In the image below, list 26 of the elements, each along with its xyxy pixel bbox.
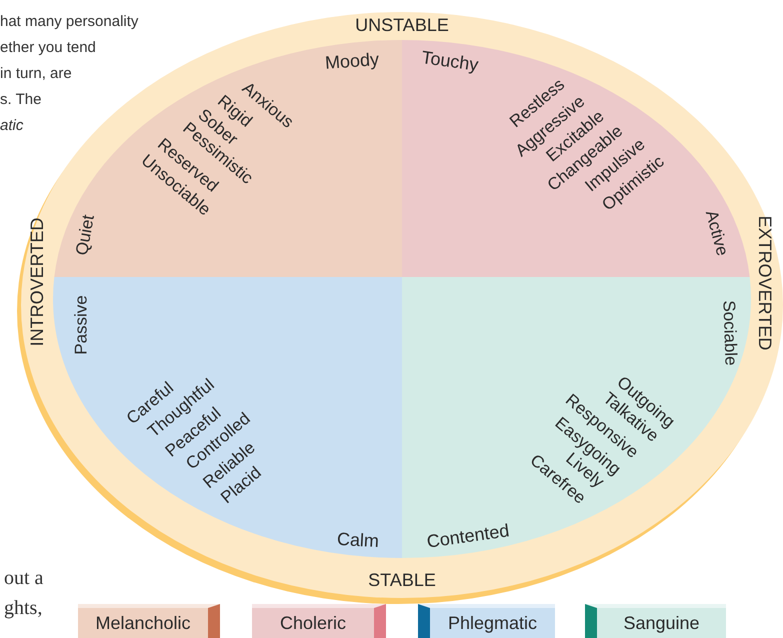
legend-label: Melancholic (94, 612, 192, 635)
trait-label: Contented (426, 521, 510, 551)
trait-label: Quiet (73, 214, 97, 256)
axis-label: STABLE (368, 571, 436, 589)
axis-label: UNSTABLE (355, 16, 449, 34)
text-fragment: ghts, (4, 598, 42, 618)
legend-label: Choleric (278, 612, 348, 635)
text-fragment: ether you tend (0, 40, 96, 55)
trait-label: Passive (72, 295, 90, 355)
legend-label: Sanguine (622, 612, 701, 635)
axis-label: INTROVERTED (28, 218, 46, 346)
trait-label: Calm (336, 530, 380, 550)
trait-label: Moody (324, 50, 380, 72)
trait-label: Touchy (420, 48, 480, 74)
axis-label: EXTROVERTED (756, 216, 774, 350)
quadrant (53, 277, 402, 559)
legend-label: Phlegmatic (446, 612, 538, 635)
text-fragment: hat many personality (0, 14, 138, 29)
text-fragment: out a (4, 568, 44, 588)
text-fragment: atic (0, 118, 24, 133)
text-fragment: in turn, are (0, 66, 72, 81)
trait-label: Sociable (720, 300, 740, 366)
quadrant (402, 40, 752, 277)
text-fragment: s. The (0, 92, 42, 107)
quadrant (402, 277, 752, 559)
trait-label: Active (702, 208, 732, 258)
